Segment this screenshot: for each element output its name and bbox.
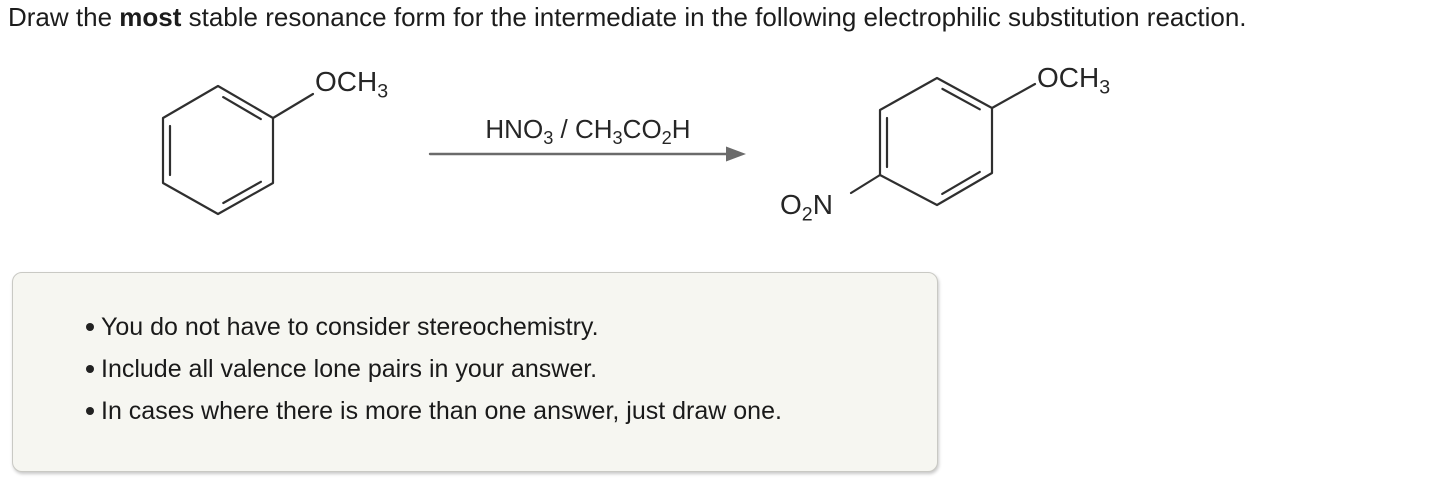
question-text: Draw the most stable resonance form for … — [8, 1, 1247, 33]
question-text-part: Draw the — [8, 2, 120, 32]
instruction-item: In cases where there is more than one an… — [13, 390, 927, 432]
formula-text: CO — [622, 114, 662, 144]
reaction-scheme — [161, 76, 1037, 216]
instruction-item: You do not have to consider stereochemis… — [13, 306, 927, 348]
formula-subscript: 3 — [543, 128, 554, 149]
reaction-arrowhead — [726, 146, 746, 162]
product-no2-label: O2N — [780, 189, 833, 225]
formula-text: O — [780, 189, 802, 220]
formula-text: HNO — [485, 114, 544, 144]
instruction-text: Include all valence lone pairs in your a… — [101, 355, 598, 383]
formula-text: OCH — [315, 66, 378, 97]
reactant-och3-label: OCH3 — [315, 66, 388, 102]
product-structure — [849, 76, 1037, 207]
reactant-methoxy-bond — [271, 92, 315, 120]
product-double-bond-bottom — [941, 170, 981, 195]
reactant-benzene-ring — [161, 84, 275, 216]
product-nitro-bond — [849, 173, 882, 195]
formula-text: / CH — [553, 114, 613, 144]
reaction-conditions-label: HNO3 / CH3CO2H — [438, 114, 738, 147]
formula-subscript: 3 — [612, 128, 623, 149]
formula-text: N — [812, 189, 833, 220]
formula-text: H — [671, 114, 691, 144]
product-och3-label: OCH3 — [1037, 62, 1110, 98]
product-methoxy-bond — [990, 82, 1037, 110]
reactant-structure — [161, 84, 315, 216]
formula-subscript: 3 — [377, 80, 389, 103]
instruction-text: In cases where there is more than one an… — [101, 397, 782, 425]
instruction-text: You do not have to consider stereochemis… — [101, 313, 599, 341]
instructions-box: You do not have to consider stereochemis… — [12, 272, 938, 472]
formula-subscript: 2 — [801, 203, 813, 226]
product-benzene-ring — [878, 76, 994, 207]
instruction-item: Include all valence lone pairs in your a… — [13, 348, 927, 390]
formula-text: OCH — [1037, 62, 1100, 93]
question-text-part: stable resonance form for the intermedia… — [181, 2, 1247, 32]
question-text-emphasis: most — [119, 2, 182, 32]
reaction-arrow — [428, 146, 746, 162]
reactant-double-bond-top — [222, 95, 262, 121]
reactant-double-bond-bottom — [222, 180, 262, 205]
formula-subscript: 2 — [661, 128, 672, 149]
product-double-bond-top — [941, 87, 981, 111]
formula-subscript: 3 — [1099, 76, 1111, 99]
instructions-list: You do not have to consider stereochemis… — [13, 273, 937, 432]
